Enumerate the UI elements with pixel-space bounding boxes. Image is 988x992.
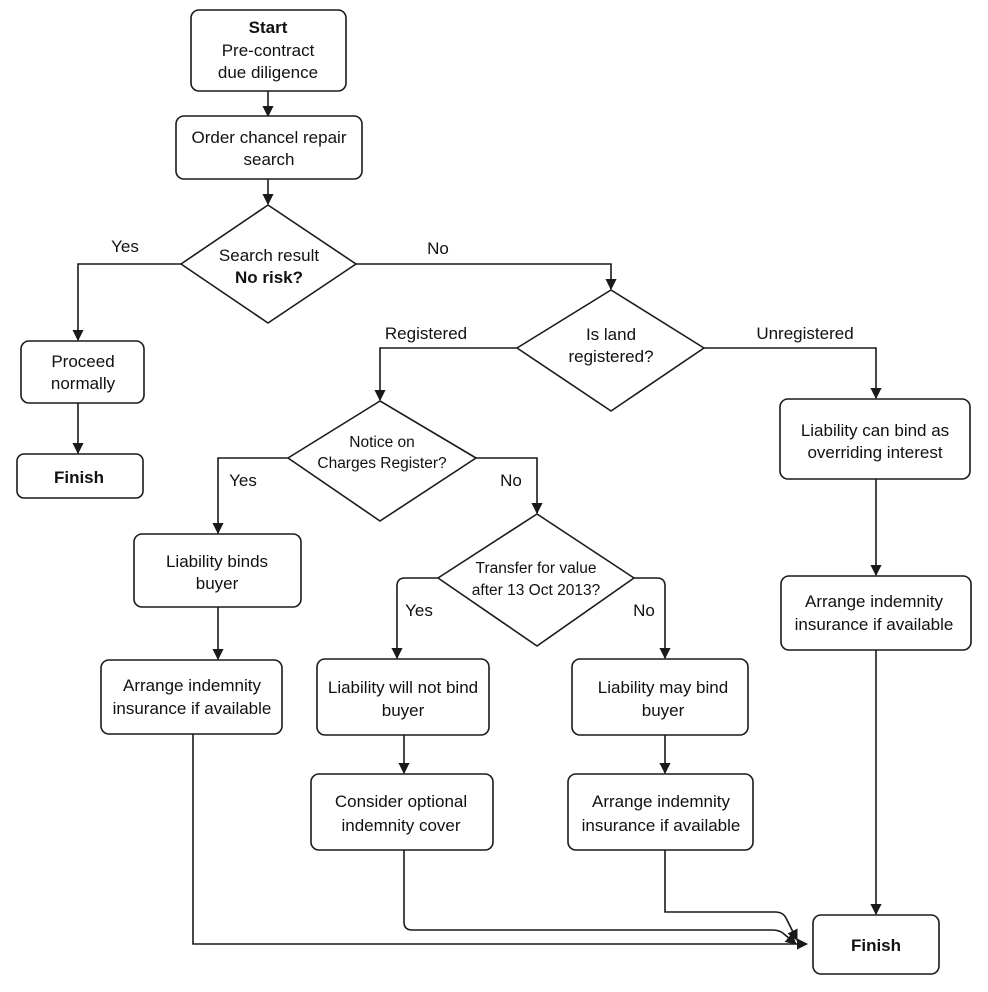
edge-insurance-left-to-finish: [192, 734, 809, 950]
label-search-no: No: [427, 239, 449, 258]
edge-notice-no: [476, 457, 543, 515]
transfer-decision: Transfer for value after 13 Oct 2013?: [437, 513, 635, 647]
edge-transfer-yes: [391, 577, 438, 660]
edge-search-no: [356, 263, 617, 291]
label-registered: Registered: [385, 324, 467, 343]
edge-notice-yes: [212, 457, 288, 535]
finish-left-label: Finish: [54, 468, 104, 487]
insurance-right-node: Arrange indemnity insurance if available: [780, 575, 972, 651]
will-not-bind-line1: Liability will not bind: [328, 678, 478, 697]
unregistered-liability-node: Liability can bind as overriding interes…: [779, 398, 971, 480]
label-transfer-yes: Yes: [405, 601, 433, 620]
optional-cover-node: Consider optional indemnity cover: [310, 773, 494, 851]
order-search-line2: search: [243, 150, 294, 169]
will-not-bind-node: Liability will not bind buyer: [316, 658, 490, 736]
transfer-line2: after 13 Oct 2013?: [472, 582, 601, 599]
search-result-line2: No risk?: [235, 268, 303, 287]
label-notice-yes: Yes: [229, 471, 257, 490]
insurance-right-line1: Arrange indemnity: [805, 592, 943, 611]
edge-insurance-mid-to-finish: [664, 850, 798, 942]
insurance-right-line2: insurance if available: [795, 615, 954, 634]
optional-cover-line2: indemnity cover: [341, 816, 460, 835]
nodes: Start Pre-contract due diligence Order c…: [16, 9, 972, 975]
edge-optional-to-finish: [403, 850, 797, 945]
land-registered-line2: registered?: [568, 347, 653, 366]
insurance-left-node: Arrange indemnity insurance if available: [100, 659, 283, 735]
proceed-node: Proceed normally: [20, 340, 145, 404]
may-bind-line1: Liability may bind: [598, 678, 728, 697]
edge-unregistered: [704, 347, 882, 400]
finish-final-label: Finish: [851, 936, 901, 955]
binds-buyer-line2: buyer: [196, 574, 239, 593]
transfer-line1: Transfer for value: [476, 560, 597, 577]
unregistered-liability-line1: Liability can bind as: [801, 421, 949, 440]
notice-decision: Notice on Charges Register?: [287, 400, 477, 522]
search-result-line1: Search result: [219, 246, 319, 265]
search-result-decision: Search result No risk?: [180, 204, 357, 324]
proceed-line1: Proceed: [51, 352, 114, 371]
edge-labels: Yes No Registered Unregistered Yes No Ye…: [111, 237, 854, 620]
label-unregistered: Unregistered: [756, 324, 853, 343]
start-line1: Pre-contract: [222, 41, 315, 60]
may-bind-line2: buyer: [642, 701, 685, 720]
unregistered-liability-line2: overriding interest: [807, 443, 942, 462]
land-registered-decision: Is land registered?: [516, 289, 705, 412]
may-bind-node: Liability may bind buyer: [571, 658, 749, 736]
binds-buyer-node: Liability binds buyer: [133, 533, 302, 608]
start-title: Start: [249, 18, 288, 37]
notice-line2: Charges Register?: [317, 455, 447, 472]
notice-line1: Notice on: [349, 434, 414, 451]
finish-final-node: Finish: [812, 914, 940, 975]
start-line2: due diligence: [218, 63, 318, 82]
binds-buyer-line1: Liability binds: [166, 552, 268, 571]
will-not-bind-line2: buyer: [382, 701, 425, 720]
edges: [72, 91, 882, 950]
edge-search-yes: [72, 263, 181, 342]
label-transfer-no: No: [633, 601, 655, 620]
finish-left-node: Finish: [16, 453, 144, 499]
edge-registered: [374, 347, 517, 402]
order-search-node: Order chancel repair search: [175, 115, 363, 180]
label-search-yes: Yes: [111, 237, 139, 256]
start-node: Start Pre-contract due diligence: [190, 9, 347, 92]
insurance-mid-line2: insurance if available: [582, 816, 741, 835]
insurance-mid-line1: Arrange indemnity: [592, 792, 730, 811]
optional-cover-line1: Consider optional: [335, 792, 467, 811]
insurance-left-line2: insurance if available: [113, 699, 272, 718]
order-search-line1: Order chancel repair: [192, 128, 347, 147]
insurance-mid-node: Arrange indemnity insurance if available: [567, 773, 754, 851]
label-notice-no: No: [500, 471, 522, 490]
edge-transfer-no: [634, 577, 671, 660]
insurance-left-line1: Arrange indemnity: [123, 676, 261, 695]
proceed-line2: normally: [51, 374, 116, 393]
land-registered-line1: Is land: [586, 325, 636, 344]
